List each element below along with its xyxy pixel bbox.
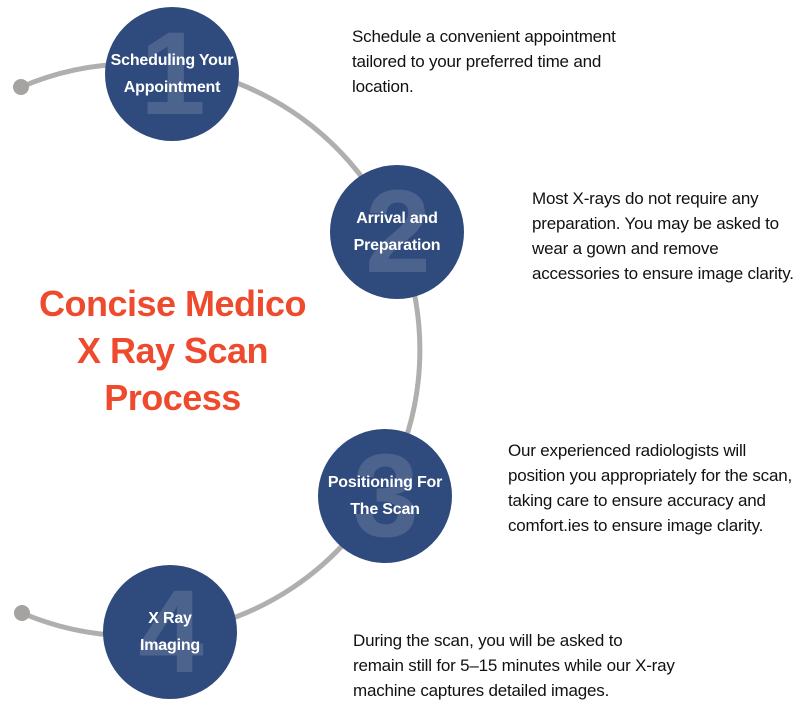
step-number-1: 1: [140, 8, 206, 140]
step-circle-2: 2 Arrival and Preparation: [330, 165, 464, 299]
step-number-3: 3: [353, 430, 419, 562]
step-label-4: X Ray Imaging: [140, 610, 200, 654]
step-description-3: Our experienced radiologists will positi…: [508, 441, 793, 535]
step-label-2: Arrival and Preparation: [353, 210, 441, 254]
step-circle-4: 4 X Ray Imaging: [103, 565, 237, 699]
step-label-3: Positioning For The Scan: [327, 474, 443, 518]
step-circle-3: 3 Positioning For The Scan: [318, 429, 452, 563]
step-description-4: During the scan, you will be asked to re…: [353, 631, 675, 700]
infographic-title: Concise Medico X Ray Scan Process: [38, 283, 307, 418]
arc-endpoint-dot-bottom: [14, 605, 30, 621]
step-number-2: 2: [365, 166, 431, 298]
step-description-2: Most X-rays do not require any preparati…: [532, 189, 794, 283]
step-circle-1: 1 Scheduling Your Appointment: [105, 7, 239, 141]
arc-endpoint-dot-top: [13, 79, 29, 95]
step-number-4: 4: [138, 566, 204, 698]
step-label-1: Scheduling Your Appointment: [110, 52, 234, 96]
step-description-1: Schedule a convenient appointment tailor…: [352, 27, 616, 96]
